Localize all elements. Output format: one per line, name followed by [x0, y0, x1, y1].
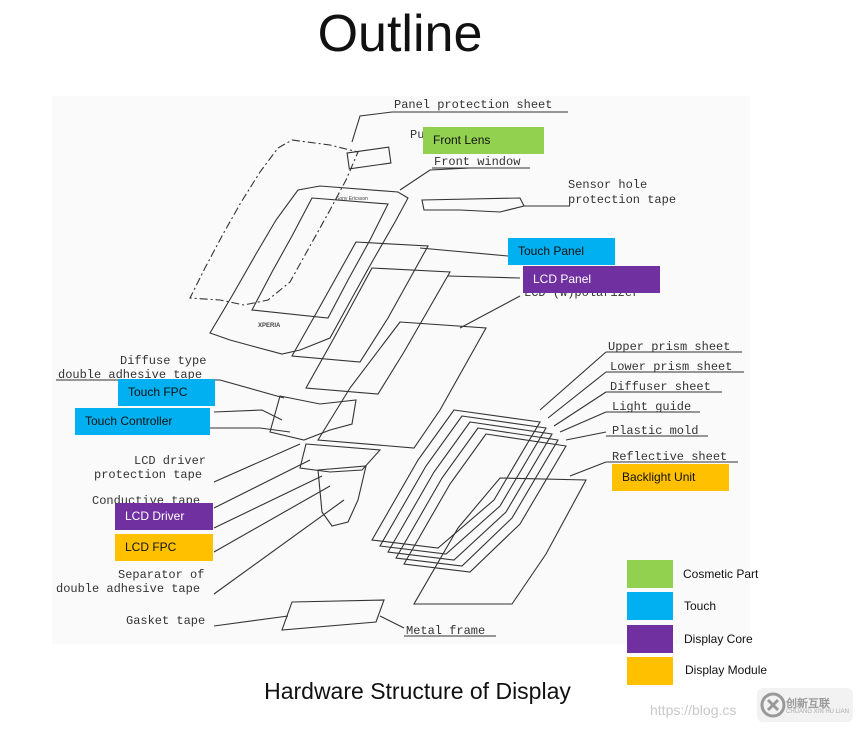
drawing-label: protection tape: [568, 193, 676, 207]
tag-lcd-panel: LCD Panel: [523, 266, 660, 293]
drawing-label: protection tape: [94, 468, 202, 482]
tag-touch-fpc: Touch FPC: [118, 379, 215, 406]
plastic-mold-outline: [403, 433, 567, 573]
leader-line: [213, 475, 323, 529]
drawing-label: Lower prism sheet: [610, 360, 732, 374]
leader-line: [213, 443, 301, 483]
drawing-label: Reflective sheet: [612, 450, 727, 464]
legend-label-cosmetic: Cosmetic Part: [683, 567, 759, 581]
tag-lcd-fpc: LCD FPC: [115, 534, 213, 561]
leader-line: [210, 427, 291, 433]
leader-line: [213, 485, 331, 553]
front-window-display-outline: [251, 197, 389, 319]
lcd-panel-outline: [305, 267, 451, 395]
drawing-label: Diffuse type: [120, 354, 206, 368]
leader-line: [213, 409, 283, 421]
tag-front-lens: Front Lens: [423, 127, 544, 154]
leader-line: [213, 499, 345, 595]
watermark-url: https://blog.cs: [650, 702, 737, 718]
legend-label-display-core: Display Core: [684, 632, 753, 646]
leader-line: [399, 167, 471, 191]
leader-line: [553, 391, 607, 427]
sensor-tape-outline: [421, 197, 525, 213]
drawing-label: Gasket tape: [126, 614, 205, 628]
drawing-label: Diffuser sheet: [610, 380, 711, 394]
phone-brand-text: Sony Ericsson: [336, 196, 368, 202]
drawing-label: Pu: [410, 128, 424, 142]
small-part-outline: [346, 146, 392, 170]
leader-line: [459, 295, 521, 329]
tag-lcd-driver: LCD Driver: [115, 503, 213, 530]
leader-line: [447, 275, 521, 279]
leader-line: [351, 111, 393, 143]
page-title: Outline: [317, 5, 483, 63]
drawing-label: Metal frame: [406, 624, 485, 638]
lower-prism-outline: [379, 415, 547, 555]
leader-line: [379, 615, 405, 629]
watermark-brand-en: CHUANG XIN HU LIAN: [786, 709, 850, 715]
drawing-label: Panel protection sheet: [394, 98, 552, 112]
diffuser-outline: [387, 421, 553, 561]
front-window-outline: [209, 185, 409, 355]
legend-swatch-cosmetic: [627, 560, 673, 588]
tag-touch-controller: Touch Controller: [75, 408, 210, 435]
reflective-outline: [413, 477, 587, 605]
leader-line: [213, 459, 311, 509]
phone-model-text: XPERIA: [258, 323, 281, 329]
panel-protection-sheet-outline: [189, 139, 359, 306]
drawing-label: LCD driver: [134, 454, 206, 468]
leader-line: [565, 431, 607, 441]
watermark-logo-icon: [757, 688, 853, 722]
upper-prism-outline: [371, 409, 541, 549]
legend-label-display-module: Display Module: [685, 663, 768, 677]
leader-line: [559, 411, 607, 433]
drawing-label: double adhesive tape: [56, 582, 200, 596]
gasket-outline: [281, 599, 385, 631]
tag-backlight-unit: Backlight Unit: [612, 464, 729, 491]
leader-line: [539, 351, 607, 411]
drawing-label: Plastic mold: [612, 424, 698, 438]
drawing-label: Light guide: [612, 400, 691, 414]
watermark-brand: 创新互联: [786, 698, 830, 710]
drawing-label: Upper prism sheet: [608, 340, 730, 354]
legend-swatch-display-core: [627, 625, 673, 653]
leader-line: [569, 461, 607, 477]
lcd-core-outline: [317, 321, 487, 449]
legend-label-touch: Touch: [684, 599, 717, 613]
drawing-label: Sensor hole: [568, 178, 647, 192]
tag-touch-panel: Touch Panel: [508, 238, 615, 265]
drawing-label: Front window: [434, 155, 521, 169]
leader-line: [419, 247, 509, 257]
leader-line: [547, 371, 607, 419]
touch-panel-outline: [291, 241, 429, 363]
fpc-outline: [269, 395, 357, 441]
leader-line: [56, 379, 285, 399]
leader-line: [213, 615, 289, 627]
legend-swatch-touch: [627, 592, 673, 620]
drawing-label: Separator of: [118, 568, 204, 582]
light-guide-outline: [395, 427, 559, 567]
lcd-fpc-outline: [317, 465, 367, 527]
legend-swatch-display-module: [627, 657, 673, 685]
drawing-label: double adhesive tape: [58, 368, 202, 382]
diagram-caption: Hardware Structure of Display: [264, 678, 571, 704]
